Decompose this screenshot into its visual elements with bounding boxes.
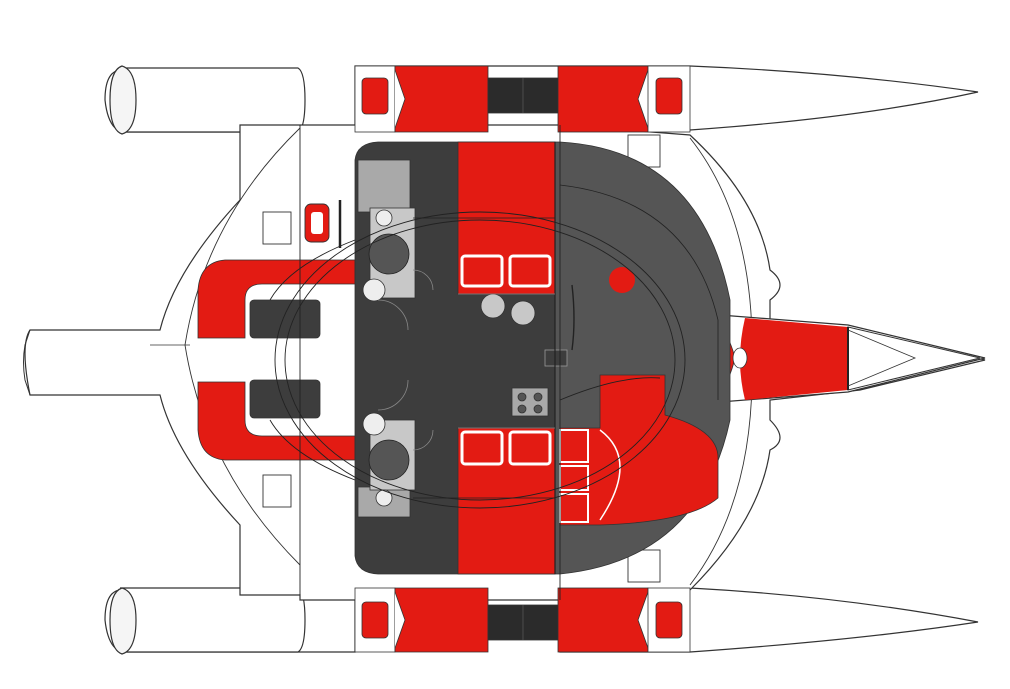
ama-top-cap (109, 65, 137, 135)
saloon-seat-1 (460, 254, 504, 288)
helm-seat (544, 349, 568, 367)
cabin-bottom-aft (394, 587, 489, 653)
deck-hatches (262, 134, 716, 583)
head-top (357, 159, 411, 213)
cockpit-seat-bottom (197, 381, 356, 461)
shower-drain-bottom (368, 439, 410, 481)
cockpit-table-bottom (249, 379, 321, 419)
saloon (354, 141, 731, 575)
coachroof-outline (269, 125, 686, 600)
cockpit-table-top (249, 299, 321, 339)
ama-bottom (104, 587, 979, 653)
toilet-top (362, 278, 386, 302)
helm-red-button (609, 267, 635, 293)
cabin-top-aft (394, 65, 489, 133)
ama-top-stern (120, 67, 306, 133)
ama-bottom-cap (109, 587, 137, 655)
ama-top (104, 65, 979, 133)
toilet-bottom (362, 412, 386, 436)
outer-hulls (104, 65, 979, 655)
bow-red-deck (740, 318, 848, 400)
ama-bottom-stern (120, 587, 306, 653)
cockpit-seat-top (197, 259, 356, 339)
owner-berth (559, 374, 719, 526)
cabin-top-fwd (557, 65, 649, 133)
bow-hatch (732, 347, 748, 369)
shower-drain-top (368, 233, 410, 275)
ama-cabins (354, 65, 691, 653)
stool-2 (510, 300, 536, 326)
saloon-seat-2 (508, 254, 552, 288)
aft-cockpit (197, 259, 356, 461)
cabin-bottom-fwd (557, 587, 649, 653)
galley-stove (511, 387, 549, 417)
stool-1 (480, 293, 506, 319)
main-bow (719, 314, 986, 403)
